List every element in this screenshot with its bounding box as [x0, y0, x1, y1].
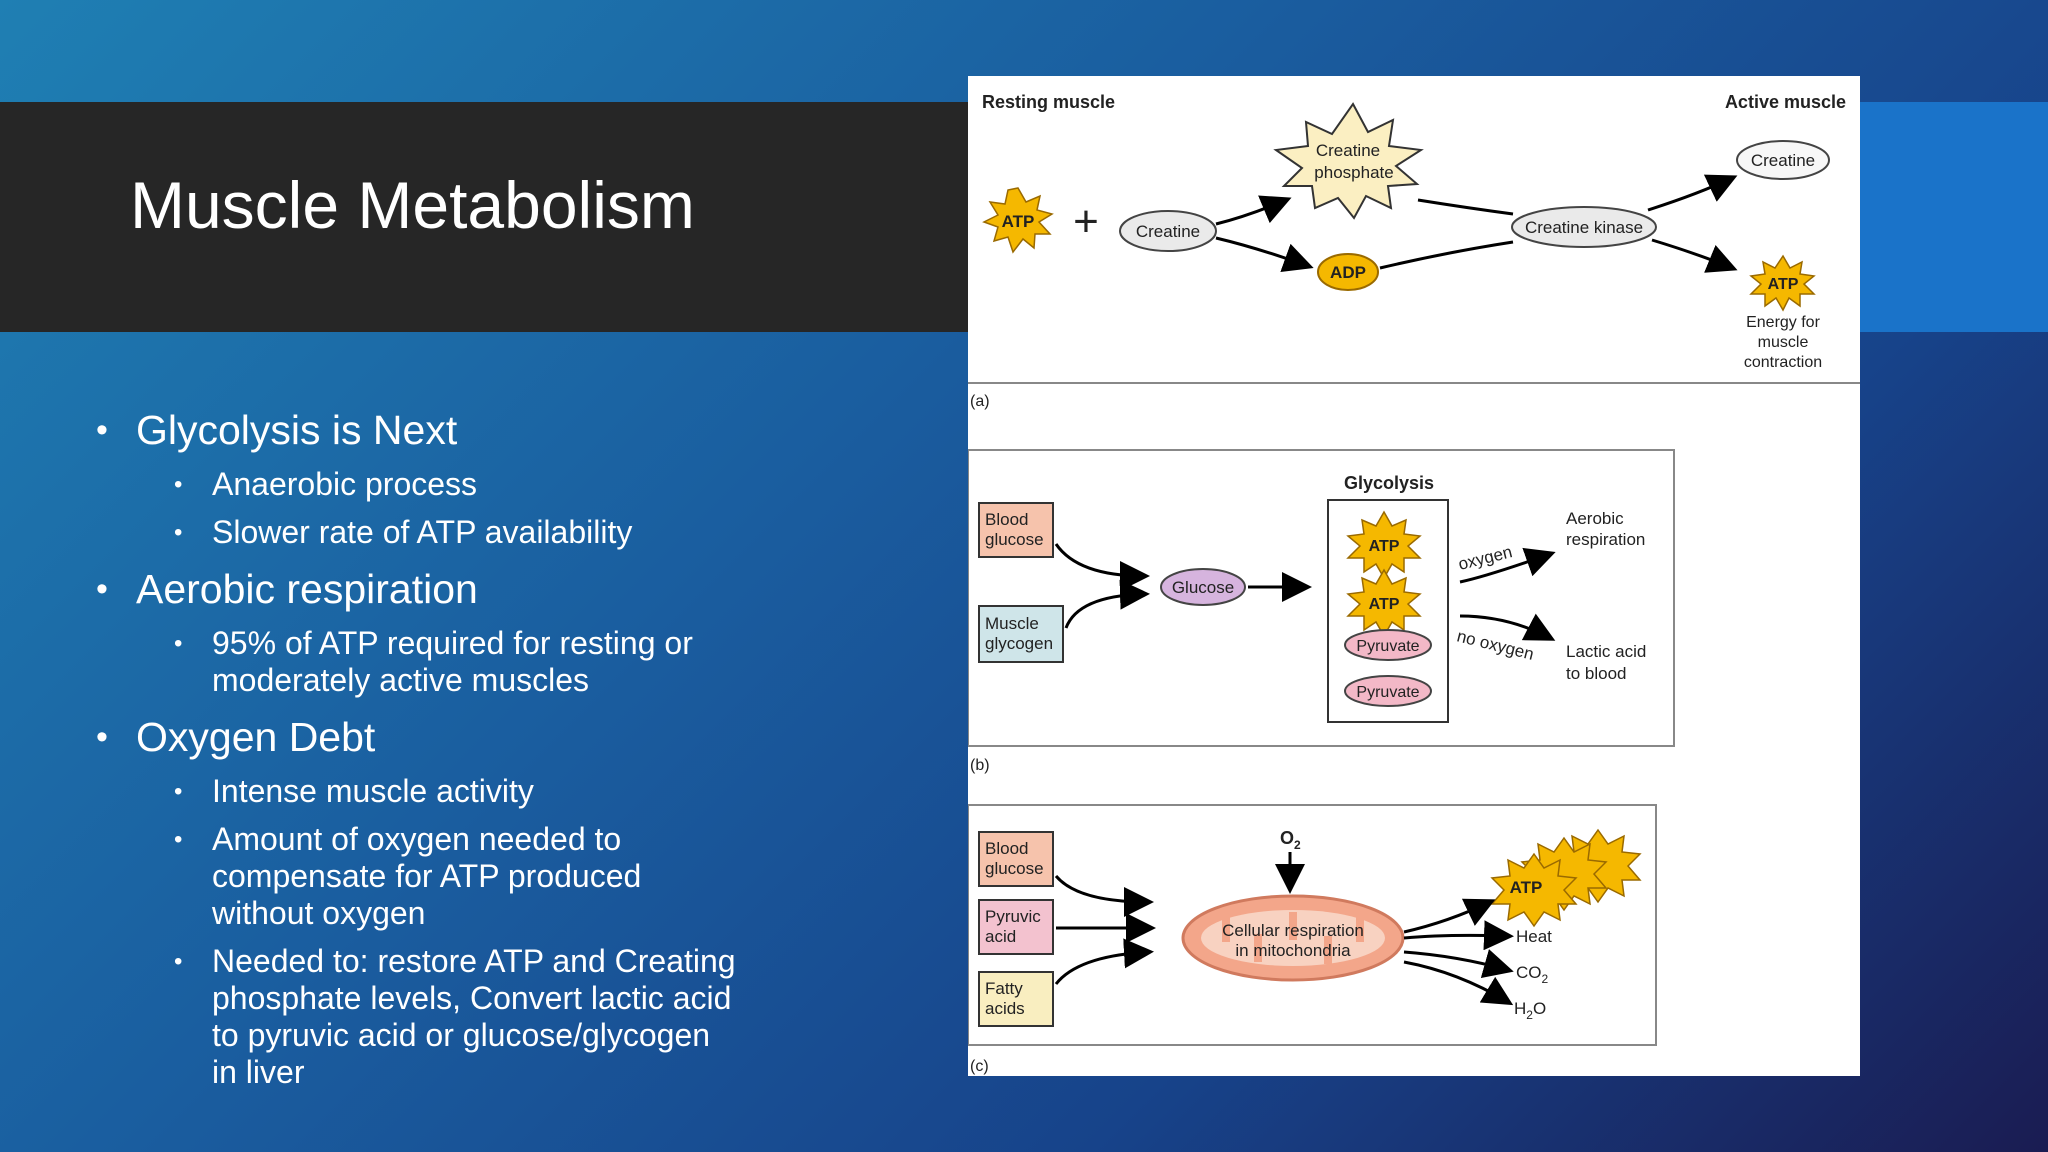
adp-node: ADP [1317, 253, 1379, 291]
accent-bar [1858, 102, 2048, 332]
pyruvate-1-label: Pyruvate [1356, 638, 1419, 655]
panel-c-label: (c) [970, 1058, 989, 1075]
muscle-glycogen-box: Muscle glycogen [978, 605, 1064, 663]
energy-line1: Energy for [1746, 314, 1820, 331]
adp-label: ADP [1330, 263, 1366, 282]
creatine-out-label: Creatine [1751, 151, 1815, 170]
panel-a-label: (a) [970, 393, 990, 410]
blood-glucose-line2: glucose [985, 530, 1044, 549]
o2-label: O2 [1280, 828, 1301, 852]
metabolism-figure: Resting muscle Active muscle ATP + Creat… [968, 76, 1860, 1076]
energy-line2: muscle [1758, 334, 1809, 351]
resting-muscle-label: Resting muscle [982, 92, 1115, 112]
slide-title: Muscle Metabolism [130, 168, 695, 242]
pyruvate-2-label: Pyruvate [1356, 684, 1419, 701]
blood-glucose-line1: Blood [985, 510, 1028, 529]
creatine-node: Creatine [1119, 210, 1217, 252]
creatine-label: Creatine [1136, 222, 1200, 241]
fatty-line1: Fatty [985, 979, 1023, 998]
aerobic-line1: Aerobic [1566, 509, 1624, 528]
fatty-acids-box: Fatty acids [978, 971, 1054, 1027]
sub-bullet-slower-rate: Slower rate of ATP availability [96, 514, 736, 551]
fatty-line2: acids [985, 999, 1025, 1018]
panel-c-arrows [1054, 852, 1514, 1006]
muscle-glycogen-line1: Muscle [985, 614, 1039, 633]
co2-label: CO2 [1516, 963, 1549, 986]
glucose-node: Glucose [1160, 568, 1246, 606]
creatine-out-node: Creatine [1736, 140, 1830, 180]
sub-bullet-anaerobic: Anaerobic process [96, 466, 736, 503]
bullet-aerobic: Aerobic respiration [96, 565, 736, 613]
creatine-phosphate-line2: phosphate [1314, 163, 1393, 182]
creatine-phosphate-burst: Creatine phosphate [1273, 102, 1424, 220]
blood-glucose-c-line1: Blood [985, 839, 1028, 858]
bullet-oxygen-debt: Oxygen Debt [96, 713, 736, 761]
pyruvic-line1: Pyruvic [985, 907, 1041, 926]
sub-bullet-95-percent: 95% of ATP required for resting or moder… [96, 625, 736, 699]
aerobic-line2: respiration [1566, 530, 1645, 549]
title-bar [0, 102, 970, 332]
mitochondrion: Cellular respiration in mitochondria [1181, 894, 1405, 982]
sub-bullet-amount-oxygen: Amount of oxygen needed to compensate fo… [96, 821, 736, 932]
pyruvic-line2: acid [985, 927, 1016, 946]
sub-bullet-intense: Intense muscle activity [96, 773, 736, 810]
panel-c: Blood glucose Pyruvic acid Fatty acids O… [968, 804, 1657, 1075]
atp-burst-right: ATP [1749, 254, 1816, 312]
pyruvate-node-2: Pyruvate [1344, 675, 1432, 707]
panel-a: Resting muscle Active muscle ATP + Creat… [968, 92, 1860, 410]
sub-bullet-needed-to: Needed to: restore ATP and Creating phos… [96, 943, 736, 1091]
mito-line2: in mitochondria [1235, 941, 1351, 960]
active-muscle-label: Active muscle [1725, 92, 1846, 112]
blood-glucose-c-line2: glucose [985, 859, 1044, 878]
lactic-line1: Lactic acid [1566, 642, 1646, 661]
panel-b-arrows [1054, 543, 1556, 641]
creatine-kinase-node: Creatine kinase [1511, 206, 1657, 248]
atp-burst-cluster: ATP [1490, 828, 1642, 928]
atp-c-label: ATP [1510, 878, 1543, 897]
atp-burst-left: ATP [982, 187, 1054, 254]
blood-glucose-box: Blood glucose [978, 502, 1054, 558]
pyruvate-node-1: Pyruvate [1344, 629, 1432, 661]
bullet-glycolysis: Glycolysis is Next [96, 406, 736, 454]
no-oxygen-label: no oxygen [1455, 626, 1536, 663]
creatine-phosphate-line1: Creatine [1316, 141, 1380, 160]
atp-label-right: ATP [1768, 276, 1799, 293]
energy-line3: contraction [1744, 354, 1822, 371]
pyruvic-acid-box: Pyruvic acid [978, 899, 1054, 955]
glycolysis-label: Glycolysis [1344, 473, 1434, 493]
mito-line1: Cellular respiration [1222, 921, 1364, 940]
h2o-label: H2O [1514, 999, 1546, 1022]
atp-b1-label: ATP [1369, 538, 1400, 555]
panel-a-arrows [1215, 174, 1738, 273]
blood-glucose-box-c: Blood glucose [978, 831, 1054, 887]
creatine-kinase-label: Creatine kinase [1525, 218, 1643, 237]
heat-label: Heat [1516, 927, 1552, 946]
lactic-line2: to blood [1566, 664, 1627, 683]
atp-label-left: ATP [1002, 212, 1035, 231]
plus-sign: + [1073, 197, 1099, 246]
panel-b-label: (b) [970, 757, 990, 774]
panel-b: Blood glucose Muscle glycogen Glucose Gl… [968, 449, 1675, 774]
muscle-glycogen-line2: glycogen [985, 634, 1053, 653]
glucose-label: Glucose [1172, 578, 1234, 597]
atp-b2-label: ATP [1369, 596, 1400, 613]
bullet-list: Glycolysis is Next Anaerobic process Slo… [96, 396, 736, 1091]
